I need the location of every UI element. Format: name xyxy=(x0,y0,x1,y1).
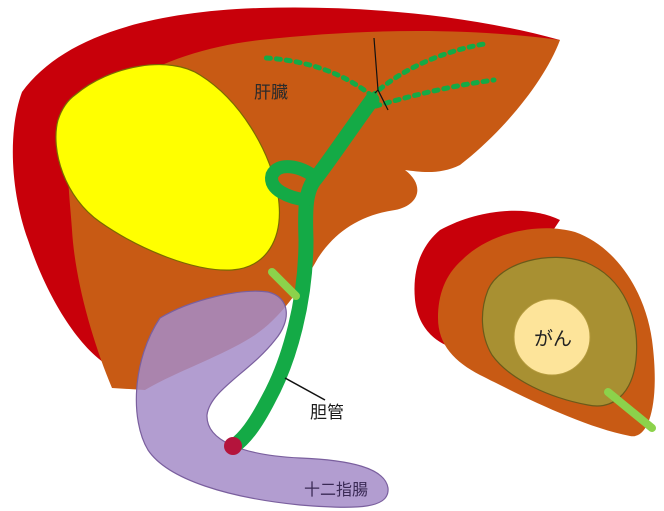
bile-duct xyxy=(226,92,380,454)
cross-section-duct-stent xyxy=(604,388,656,432)
tumor xyxy=(513,298,591,376)
intrahepatic-duct-right xyxy=(373,77,497,109)
intrahepatic-duct-upper-right xyxy=(369,41,487,99)
duodenum xyxy=(135,290,389,508)
bile-duct-common xyxy=(226,92,380,454)
cystic-duct xyxy=(265,160,323,207)
fissure-line-branch xyxy=(377,89,389,111)
duct-stent-marker xyxy=(268,268,300,300)
papilla xyxy=(224,437,242,455)
label-duodenum: 十二指腸 xyxy=(304,480,368,499)
cross-section xyxy=(414,210,656,437)
intrahepatic-duct-left xyxy=(263,55,375,99)
gallbladder xyxy=(55,64,280,271)
intrahepatic-ducts xyxy=(263,41,497,109)
label-cancer: がん xyxy=(534,328,572,350)
bile-duct-leader-line xyxy=(284,377,326,401)
label-bile-duct: 胆管 xyxy=(310,403,344,423)
label-liver: 肝臓 xyxy=(254,83,288,103)
